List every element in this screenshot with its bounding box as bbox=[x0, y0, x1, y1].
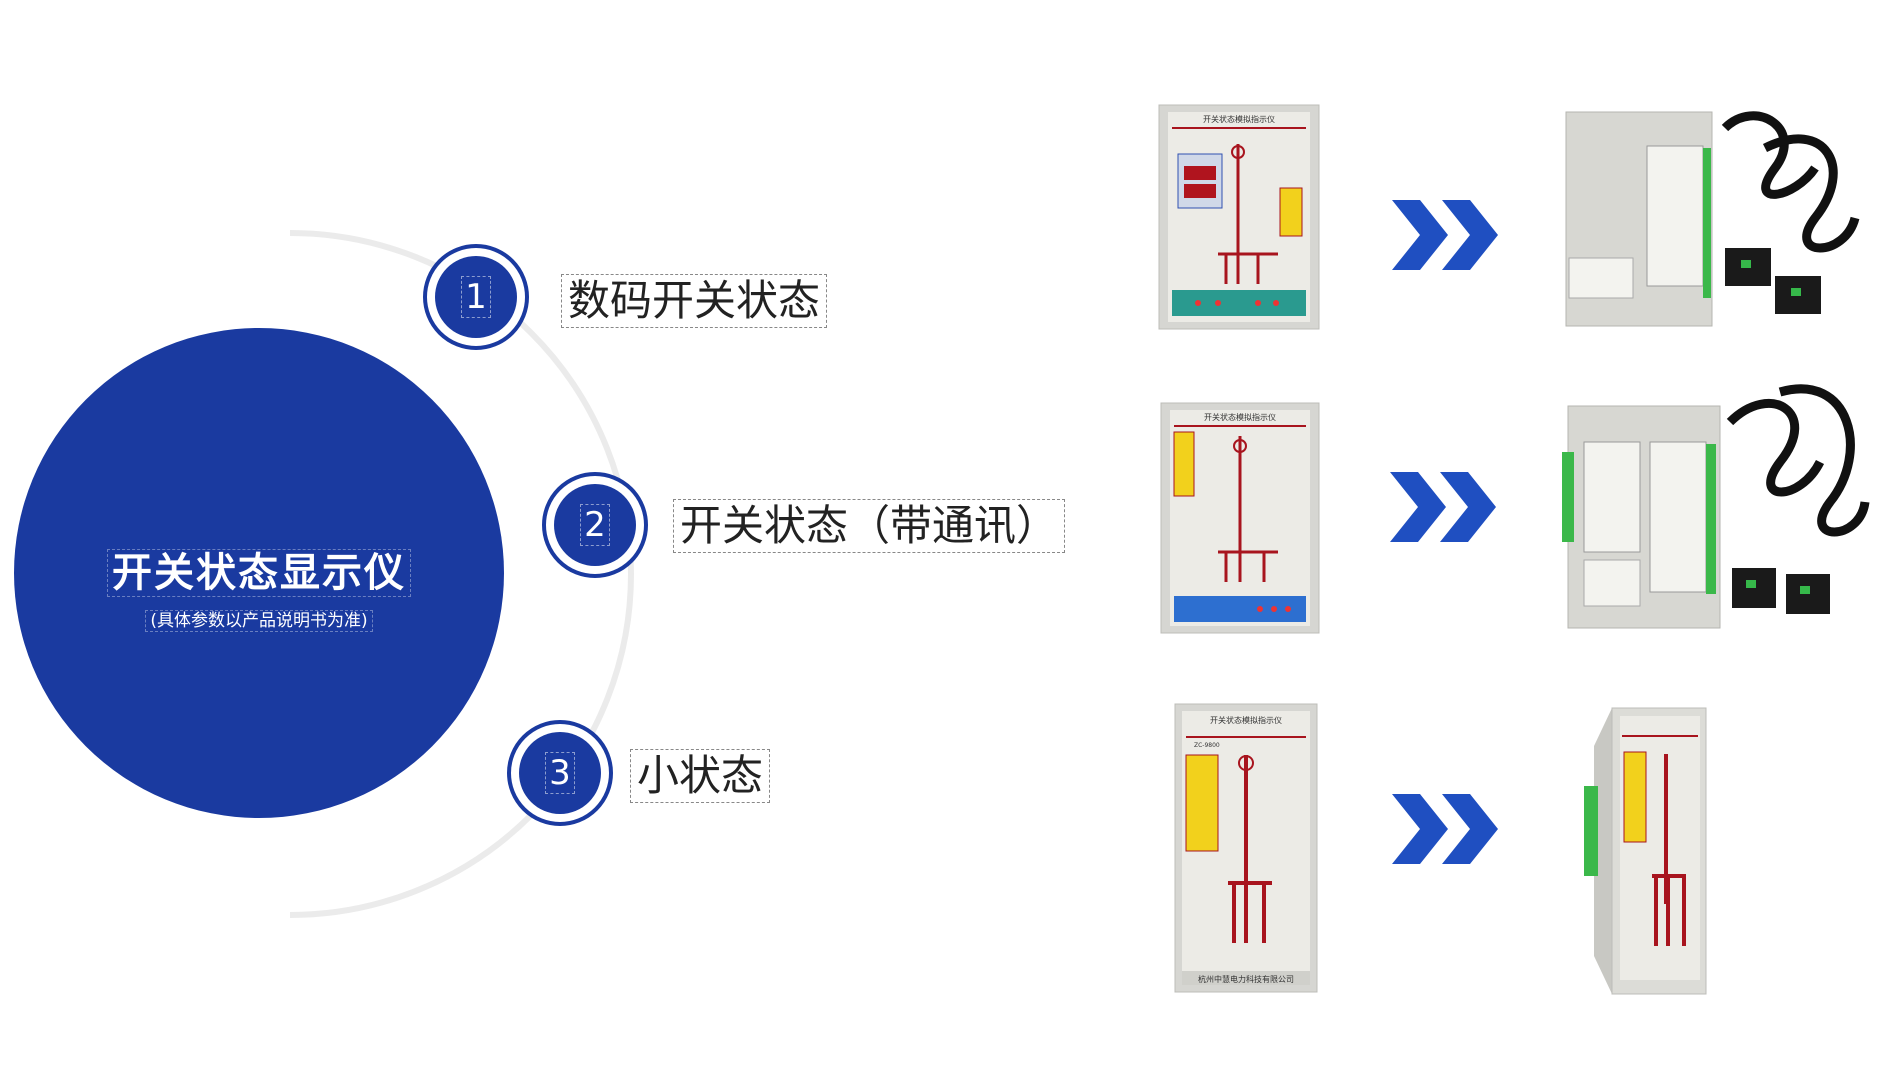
main-subtitle: (具体参数以产品说明书为准) bbox=[14, 606, 504, 632]
device-3-side-image bbox=[1584, 707, 1707, 995]
item-3-label: 小状态 bbox=[630, 749, 771, 803]
item-1-number: 1 bbox=[461, 276, 491, 318]
device-2-front-image: 开关状态模拟指示仪 bbox=[1160, 402, 1320, 634]
device-2-title: 开关状态模拟指示仪 bbox=[1204, 412, 1276, 422]
arrow-3-icon bbox=[1392, 794, 1498, 864]
main-title: 开关状态显示仪 bbox=[14, 540, 504, 598]
device-2-back-image bbox=[1562, 384, 1870, 629]
arrow-1-icon bbox=[1392, 200, 1498, 270]
item-2-label: 开关状态（带通讯） bbox=[673, 499, 1066, 553]
device-1-title: 开关状态模拟指示仪 bbox=[1203, 114, 1275, 124]
item-2-number: 2 bbox=[580, 504, 610, 546]
device-3-company: 杭州中慧电力科技有限公司 bbox=[1198, 974, 1294, 984]
arrow-2-icon bbox=[1390, 472, 1496, 542]
device-1-front-image: 开关状态模拟指示仪 bbox=[1158, 104, 1320, 330]
device-3-model: ZC-9800 bbox=[1194, 742, 1220, 749]
item-1-badge: 1 bbox=[423, 244, 529, 350]
item-3-badge: 3 bbox=[507, 720, 613, 826]
device-3-front-image: 开关状态模拟指示仪 ZC-9800 杭州中慧电力科技有限公司 bbox=[1174, 703, 1318, 993]
item-1-label: 数码开关状态 bbox=[561, 274, 828, 328]
device-3-title: 开关状态模拟指示仪 bbox=[1210, 715, 1282, 725]
item-2-badge: 2 bbox=[542, 472, 648, 578]
main-circle bbox=[14, 328, 504, 818]
item-3-number: 3 bbox=[545, 752, 575, 794]
device-1-back-image bbox=[1565, 111, 1860, 327]
